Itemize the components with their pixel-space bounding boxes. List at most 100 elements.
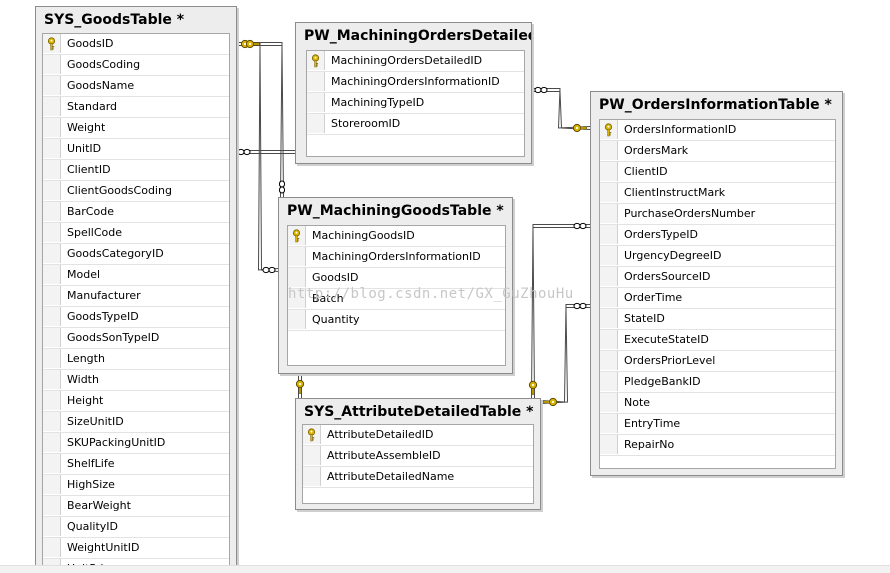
row-selector[interactable]: [288, 247, 306, 266]
column-row[interactable]: SizeUnitID: [43, 412, 229, 433]
column-row[interactable]: Standard: [43, 97, 229, 118]
row-selector[interactable]: [43, 370, 61, 389]
column-row[interactable]: StoreroomID: [307, 114, 524, 135]
column-row[interactable]: Batch: [288, 289, 505, 310]
column-row[interactable]: BearWeight: [43, 496, 229, 517]
column-row[interactable]: Height: [43, 391, 229, 412]
row-selector[interactable]: [43, 202, 61, 221]
table-pw-machining-goods[interactable]: PW_MachiningGoodsTable * MachiningGoodsI…: [278, 197, 513, 374]
row-selector[interactable]: [600, 183, 618, 202]
row-selector[interactable]: [600, 435, 618, 454]
column-row[interactable]: Note: [600, 393, 835, 414]
column-row[interactable]: StateID: [600, 309, 835, 330]
column-row[interactable]: PledgeBankID: [600, 372, 835, 393]
column-row[interactable]: ExecuteStateID: [600, 330, 835, 351]
row-selector[interactable]: [600, 288, 618, 307]
row-selector[interactable]: [43, 391, 61, 410]
column-row[interactable]: AttributeDetailedID: [303, 425, 533, 446]
relationship-orders-detailed-to-machining-goods[interactable]: [260, 42, 284, 198]
column-row[interactable]: MachiningTypeID: [307, 93, 524, 114]
column-row[interactable]: GoodsID: [43, 34, 229, 55]
row-selector[interactable]: [43, 181, 61, 200]
row-selector[interactable]: [43, 454, 61, 473]
row-selector[interactable]: [600, 372, 618, 391]
column-row[interactable]: HighSize: [43, 475, 229, 496]
row-selector[interactable]: [307, 114, 325, 133]
column-row[interactable]: GoodsTypeID: [43, 307, 229, 328]
row-selector[interactable]: [43, 517, 61, 536]
row-selector[interactable]: [303, 446, 321, 465]
table-pw-machining-orders-detailed[interactable]: PW_MachiningOrdersDetailed MachiningOrde…: [295, 22, 532, 164]
table-pw-orders-information[interactable]: PW_OrdersInformationTable * OrdersInform…: [590, 91, 843, 476]
column-row[interactable]: Manufacturer: [43, 286, 229, 307]
row-selector[interactable]: [43, 55, 61, 74]
column-row[interactable]: MachiningGoodsID: [288, 226, 505, 247]
relationship-orders-information-to-attribute-2[interactable]: [540, 304, 590, 404]
row-selector[interactable]: [600, 162, 618, 181]
column-row[interactable]: GoodsCoding: [43, 55, 229, 76]
column-row[interactable]: OrdersPriorLevel: [600, 351, 835, 372]
column-row[interactable]: MachiningOrdersDetailedID: [307, 51, 524, 72]
column-row[interactable]: AttributeDetailedName: [303, 467, 533, 488]
table-sys-attribute-detailed[interactable]: SYS_AttributeDetailedTable * AttributeDe…: [295, 398, 541, 510]
column-row[interactable]: MachiningOrdersInformationID: [307, 72, 524, 93]
row-selector[interactable]: [43, 496, 61, 515]
relationship-orders-detailed-to-orders-information[interactable]: [532, 88, 591, 130]
row-selector[interactable]: [600, 225, 618, 244]
row-selector[interactable]: [43, 244, 61, 263]
row-selector[interactable]: [600, 246, 618, 265]
column-row[interactable]: OrderTime: [600, 288, 835, 309]
row-selector[interactable]: [43, 118, 61, 137]
row-selector[interactable]: [600, 309, 618, 328]
column-row[interactable]: QualityID: [43, 517, 229, 538]
row-selector[interactable]: [43, 475, 61, 494]
column-row[interactable]: OrdersInformationID: [600, 120, 835, 141]
column-row[interactable]: OrdersMark: [600, 141, 835, 162]
relationship-orders-information-to-attribute[interactable]: [531, 224, 591, 399]
column-row[interactable]: GoodsName: [43, 76, 229, 97]
column-row[interactable]: EntryTime: [600, 414, 835, 435]
column-row[interactable]: Width: [43, 370, 229, 391]
column-row[interactable]: ShelfLife: [43, 454, 229, 475]
row-selector[interactable]: [43, 286, 61, 305]
row-selector[interactable]: [600, 267, 618, 286]
column-row[interactable]: GoodsCategoryID: [43, 244, 229, 265]
column-row[interactable]: OrdersTypeID: [600, 225, 835, 246]
column-row[interactable]: ClientInstructMark: [600, 183, 835, 204]
row-selector[interactable]: [43, 139, 61, 158]
column-row[interactable]: ClientID: [600, 162, 835, 183]
row-selector[interactable]: [43, 76, 61, 95]
row-selector[interactable]: [43, 223, 61, 242]
row-selector[interactable]: [43, 265, 61, 284]
column-row[interactable]: UrgencyDegreeID: [600, 246, 835, 267]
column-row[interactable]: WeightUnitID: [43, 538, 229, 559]
column-row[interactable]: AttributeAssembleID: [303, 446, 533, 467]
column-row[interactable]: SKUPackingUnitID: [43, 433, 229, 454]
column-row[interactable]: MachiningOrdersInformationID: [288, 247, 505, 268]
column-row[interactable]: ClientGoodsCoding: [43, 181, 229, 202]
column-row[interactable]: GoodsSonTypeID: [43, 328, 229, 349]
row-selector[interactable]: [288, 289, 306, 308]
row-selector[interactable]: [288, 310, 306, 329]
row-selector[interactable]: [600, 351, 618, 370]
row-selector[interactable]: [43, 349, 61, 368]
row-selector[interactable]: [600, 141, 618, 160]
row-selector[interactable]: [600, 204, 618, 223]
column-row[interactable]: PurchaseOrdersNumber: [600, 204, 835, 225]
row-selector[interactable]: [43, 538, 61, 557]
row-selector[interactable]: [43, 307, 61, 326]
row-selector[interactable]: [43, 160, 61, 179]
column-row[interactable]: Quantity: [288, 310, 505, 331]
row-selector[interactable]: [307, 93, 325, 112]
column-row[interactable]: Length: [43, 349, 229, 370]
column-row[interactable]: GoodsID: [288, 268, 505, 289]
row-selector[interactable]: [43, 97, 61, 116]
row-selector[interactable]: [303, 467, 321, 486]
column-row[interactable]: ClientID: [43, 160, 229, 181]
row-selector[interactable]: [43, 433, 61, 452]
row-selector[interactable]: [600, 330, 618, 349]
row-selector[interactable]: [307, 72, 325, 91]
column-row[interactable]: SpellCode: [43, 223, 229, 244]
row-selector[interactable]: [43, 412, 61, 431]
